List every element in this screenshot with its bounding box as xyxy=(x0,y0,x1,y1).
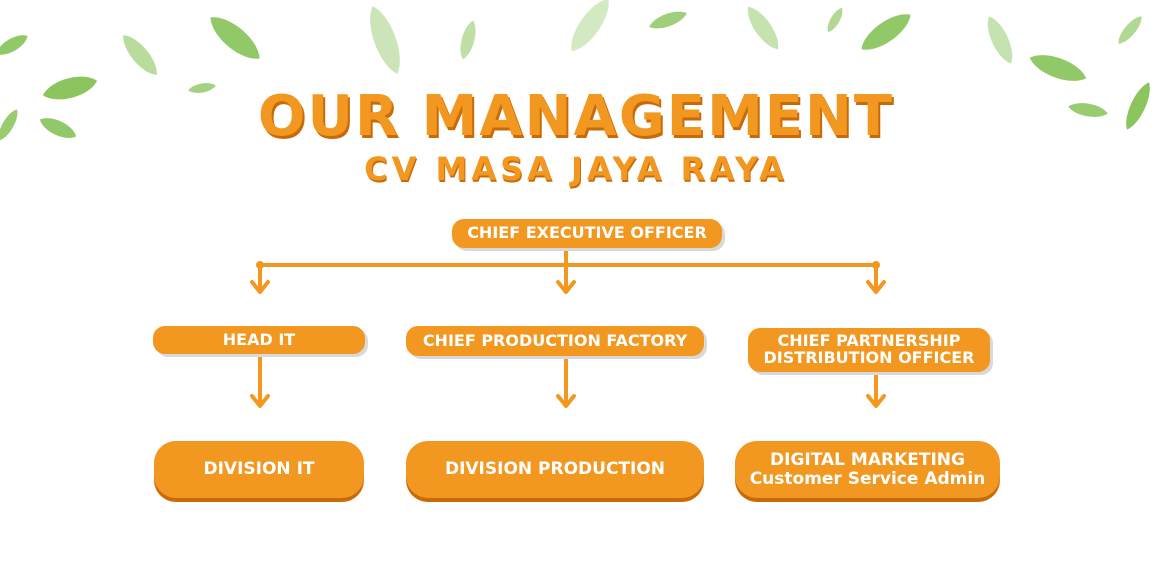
chief-partnership-box: CHIEF PARTNERSHIP DISTRIBUTION OFFICER xyxy=(748,328,990,372)
arrow-head-icon xyxy=(250,280,270,294)
ceo-box: CHIEF EXECUTIVE OFFICER xyxy=(452,219,722,248)
chief-production-box: CHIEF PRODUCTION FACTORY xyxy=(406,326,704,356)
ceo-label: CHIEF EXECUTIVE OFFICER xyxy=(467,223,707,243)
arrow-head-icon xyxy=(556,394,576,408)
page-title: OUR MANAGEMENT xyxy=(257,84,895,149)
role-label-line-2: DISTRIBUTION OFFICER xyxy=(763,348,975,367)
role-label: HEAD IT xyxy=(222,329,296,349)
division-label: DIVISION PRODUCTION xyxy=(444,459,666,480)
division-label-line-1: DIGITAL MARKETING xyxy=(770,449,965,470)
division-marketing-box: DIGITAL MARKETING Customer Service Admin xyxy=(735,441,1000,498)
bus-node xyxy=(256,261,264,269)
bus-node xyxy=(872,261,880,269)
arrow-head-icon xyxy=(556,280,576,294)
role-label: CHIEF PRODUCTION FACTORY xyxy=(422,330,688,350)
arrow-head-icon xyxy=(866,280,886,294)
head-it-box: HEAD IT xyxy=(153,326,365,354)
division-label: DIVISION IT xyxy=(203,459,315,480)
division-it-box: DIVISION IT xyxy=(154,441,364,498)
arrow-head-icon xyxy=(866,394,886,408)
role-label-line-1: CHIEF PARTNERSHIP xyxy=(777,331,961,351)
division-production-box: DIVISION PRODUCTION xyxy=(406,441,704,498)
company-name: CV MASA JAYA RAYA xyxy=(364,150,788,188)
division-label-line-2: Customer Service Admin xyxy=(749,468,986,489)
arrow-head-icon xyxy=(250,394,270,408)
